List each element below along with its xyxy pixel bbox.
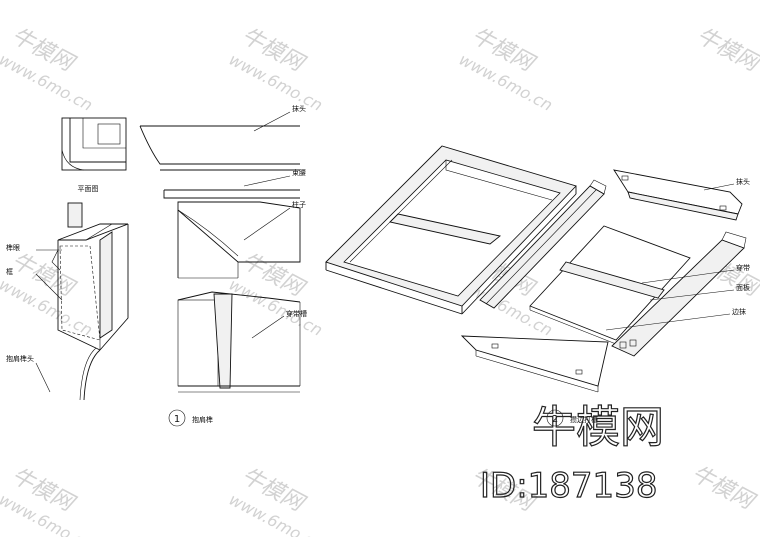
caption-2-title: 攒边打槽 xyxy=(570,415,598,424)
watermark-layer: 牛模网 www.6mo.cn 牛模网 www.6mo.cn 牛模网 www.6m… xyxy=(0,23,760,541)
exploded-cap-bottom xyxy=(460,335,609,393)
brand-mark: 牛模网 ID:187138 xyxy=(479,401,664,506)
label-cap-head: 抹头 xyxy=(292,104,306,113)
label-exploded-rail: 穿带 xyxy=(736,263,750,272)
left-label-tenon: 榫眼 xyxy=(6,243,20,252)
label-groove: 穿带槽 xyxy=(286,309,307,318)
top-view-label: 平面图 xyxy=(78,185,99,193)
watermark-logo: 牛模网 xyxy=(687,461,760,515)
label-exploded-cap: 抹头 xyxy=(736,177,750,186)
caption-2-number: 2 xyxy=(552,414,558,425)
exploded-cap-top xyxy=(613,169,743,221)
caption-1-title: 抱肩榫 xyxy=(192,415,213,424)
watermark-logo: 牛模网 xyxy=(692,23,760,77)
shoulder-joint-iso: 榫眼 框 抱肩榫头 xyxy=(6,202,129,401)
caption-1-number: 1 xyxy=(174,414,180,425)
label-exploded-stile: 边抹 xyxy=(732,307,746,316)
caption-1: 1 抱肩榫 xyxy=(168,409,213,427)
frame-assembly xyxy=(325,145,577,315)
left-label-frame: 框 xyxy=(6,267,13,276)
caption-2: 2 攒边打槽 xyxy=(546,409,598,427)
exploded-labels: 抹头 穿带 面板 边抹 xyxy=(605,177,750,331)
brand-id: ID:187138 xyxy=(480,466,657,506)
label-exploded-panel: 面板 xyxy=(736,283,750,292)
label-waist: 束腰 xyxy=(292,169,306,177)
profile-sections: 抹头 束腰 柱子 穿带槽 xyxy=(139,104,307,393)
exploded-panel xyxy=(529,225,691,345)
brand-name: 牛模网 xyxy=(532,402,664,453)
exploded-stile-right xyxy=(611,231,747,357)
label-post: 柱子 xyxy=(292,200,306,209)
exploded-stile-left xyxy=(479,179,607,309)
left-label-bottom: 抱肩榫头 xyxy=(6,354,34,363)
top-view-detail: 平面图 xyxy=(61,117,127,193)
